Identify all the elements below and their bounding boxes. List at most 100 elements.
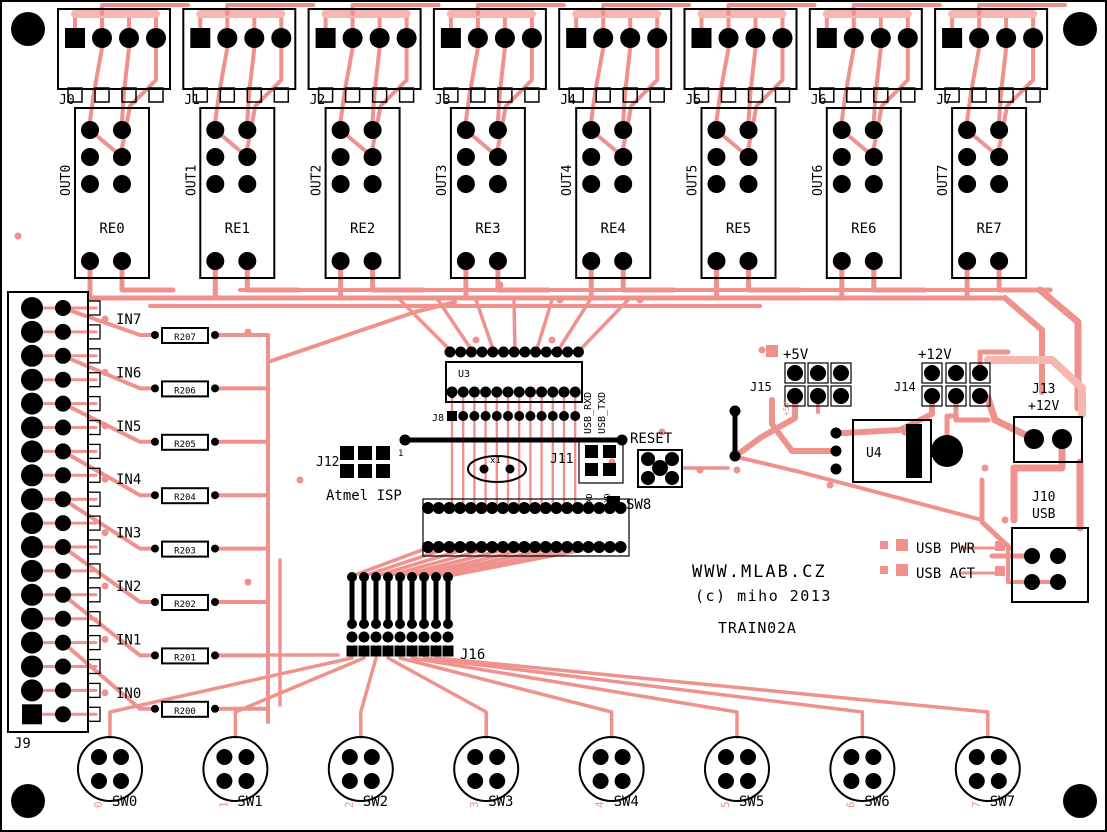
- relay-out-label: OUT1: [184, 165, 199, 196]
- silkscreen-outline: [969, 362, 991, 384]
- pad: [21, 488, 43, 511]
- pad: [475, 502, 488, 514]
- pad: [206, 121, 225, 139]
- title-block: WWW.MLAB.CZ (c) miho 2013 TRAIN02A: [692, 562, 830, 637]
- connector-label: J5: [686, 93, 702, 108]
- led-pad: [995, 566, 1005, 576]
- led-pad: [880, 541, 888, 549]
- pad: [489, 749, 506, 765]
- ic-u3-pads: [444, 346, 584, 398]
- pad: [536, 411, 547, 421]
- p5v-label: +5V: [783, 347, 809, 363]
- switch-value: 3: [468, 801, 481, 808]
- pad: [216, 749, 233, 765]
- pad: [514, 411, 525, 421]
- pad: [467, 749, 484, 765]
- silkscreen-outline: [317, 87, 334, 103]
- pad-square: [315, 28, 336, 48]
- pad: [569, 386, 581, 398]
- pad: [341, 773, 358, 789]
- pad: [216, 773, 233, 789]
- copper-trace: [119, 258, 176, 293]
- p12v-label: +12V: [918, 347, 952, 363]
- silkscreen-outline: [192, 87, 209, 103]
- pad: [502, 386, 514, 398]
- ic-u3-silk: U3 1 J8 USB_RXD USB_TXD: [432, 361, 608, 434]
- input-label: IN4: [116, 472, 141, 488]
- pad: [582, 175, 601, 193]
- pad: [342, 28, 363, 48]
- pad-square: [585, 445, 598, 458]
- copper-trace: [979, 477, 1013, 551]
- silkscreen-outline: [747, 87, 764, 103]
- pad: [92, 28, 112, 48]
- pad: [21, 583, 43, 606]
- copper-trace: [495, 46, 507, 123]
- pad: [206, 252, 225, 270]
- pad: [739, 148, 758, 166]
- copper-trace: [474, 298, 496, 354]
- j8-label: J8: [432, 413, 444, 424]
- u3-outline: [445, 361, 583, 403]
- copper-trace: [621, 46, 633, 123]
- silkscreen-outline: [921, 362, 943, 384]
- pad: [562, 346, 574, 358]
- pad: [561, 541, 574, 553]
- relay-label: RE4: [601, 221, 626, 237]
- silkscreen-outline: [945, 385, 967, 407]
- pad: [217, 28, 238, 48]
- pad: [55, 706, 71, 723]
- silkscreen-outline: [921, 385, 943, 407]
- pad: [582, 121, 601, 139]
- switch-label: SW0: [112, 794, 137, 810]
- led-pad: [995, 541, 1005, 551]
- pad: [359, 619, 369, 629]
- relay-label: RE3: [475, 221, 500, 237]
- via: [472, 336, 480, 344]
- pad-square: [406, 645, 418, 657]
- pad: [347, 572, 357, 582]
- wire-end: [729, 405, 741, 417]
- pad: [113, 773, 129, 789]
- pad: [406, 631, 418, 643]
- pad: [772, 28, 793, 48]
- switch-value: 5: [719, 801, 732, 808]
- pad: [21, 392, 43, 415]
- silkscreen-outline: [443, 87, 459, 103]
- mounting-hole: [11, 784, 45, 818]
- pad: [467, 28, 488, 48]
- pad: [550, 502, 563, 514]
- mounting-hole: [1063, 12, 1097, 46]
- pad: [238, 749, 255, 765]
- copper-trace: [434, 656, 990, 739]
- pad: [419, 572, 429, 582]
- via: [658, 428, 666, 436]
- copper-trace: [944, 413, 959, 438]
- resistor-label: R204: [174, 493, 196, 503]
- via: [981, 464, 989, 472]
- pad: [81, 252, 99, 270]
- pad: [972, 365, 988, 381]
- button-center: [652, 460, 668, 476]
- j13-voltage-label: +12V: [1028, 399, 1059, 414]
- pad: [745, 28, 766, 48]
- pad: [525, 411, 536, 421]
- pad: [211, 331, 219, 339]
- pad: [488, 252, 507, 270]
- pad: [151, 437, 159, 446]
- pad: [718, 28, 739, 48]
- via: [1001, 516, 1009, 524]
- via: [244, 578, 252, 586]
- copper-trace: [977, 3, 1068, 16]
- pad: [431, 619, 441, 629]
- wire-links: [399, 405, 741, 462]
- mounting-hole: [11, 12, 45, 46]
- resistor-label: R202: [174, 600, 196, 610]
